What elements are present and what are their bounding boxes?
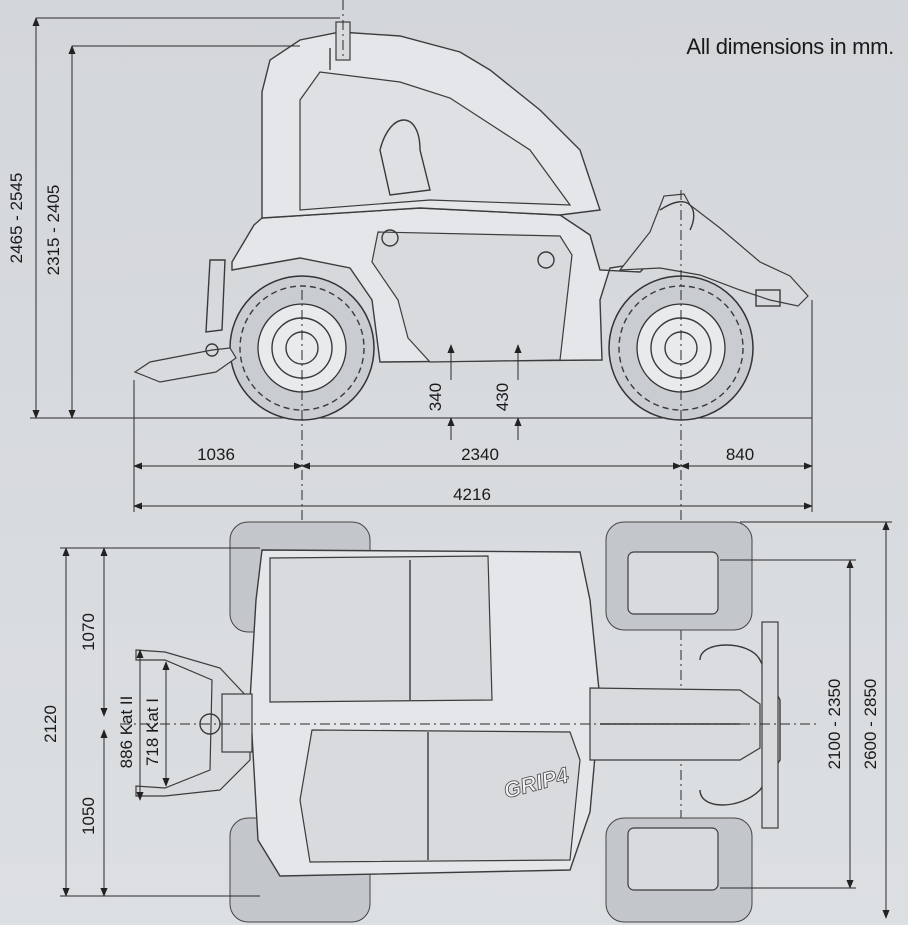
top-view: GRIP4 2120 1070 1050 886 Kat II 718 Kat … [41,521,892,923]
engine-hood [299,729,581,863]
side-panel [371,231,573,363]
right-half-width-label: 1050 [79,797,98,835]
overall-width-label: 2120 [41,705,60,743]
left-half-width-label: 1070 [79,613,98,651]
rear-overhang-label: 840 [726,445,754,464]
roof [269,555,493,703]
clearance-340-label: 340 [426,383,445,411]
front-overhang-label: 1036 [197,445,235,464]
track-width-label: 2100 - 2350 [825,679,844,770]
outer-width-label: 2600 - 2850 [861,679,880,770]
rear-hitch-top [135,649,251,797]
cab-height-label: 2315 - 2405 [44,185,63,276]
side-view: 340 430 2465 - 2545 2315 - 2405 1036 234… [7,0,813,920]
rear-hitch [133,347,237,383]
hitch-kat1-label: 718 Kat I [143,698,162,766]
clearance-430-label: 430 [493,383,512,411]
rear-wheel [229,275,375,421]
overall-length-label: 4216 [453,485,491,504]
hitch-kat2-label: 886 Kat II [117,696,136,769]
front-loader [618,193,809,307]
units-note: All dimensions in mm. [686,34,894,59]
loader-bracket [699,644,781,806]
wheelbase-label: 2340 [461,445,499,464]
overall-height-label: 2465 - 2545 [7,173,26,264]
cab-window [299,71,572,211]
